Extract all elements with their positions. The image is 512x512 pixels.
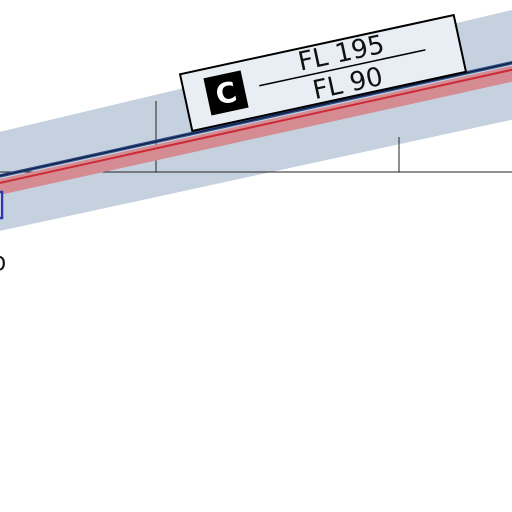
altitude-divider <box>259 49 426 87</box>
left-edge-partial-label: D <box>0 252 6 276</box>
left-edge-marker <box>0 190 4 220</box>
airspace-class-badge <box>203 70 249 116</box>
airway-lower-line <box>0 68 512 184</box>
airway-upper-line-inner <box>0 62 512 177</box>
airspace-label-background <box>178 13 468 133</box>
